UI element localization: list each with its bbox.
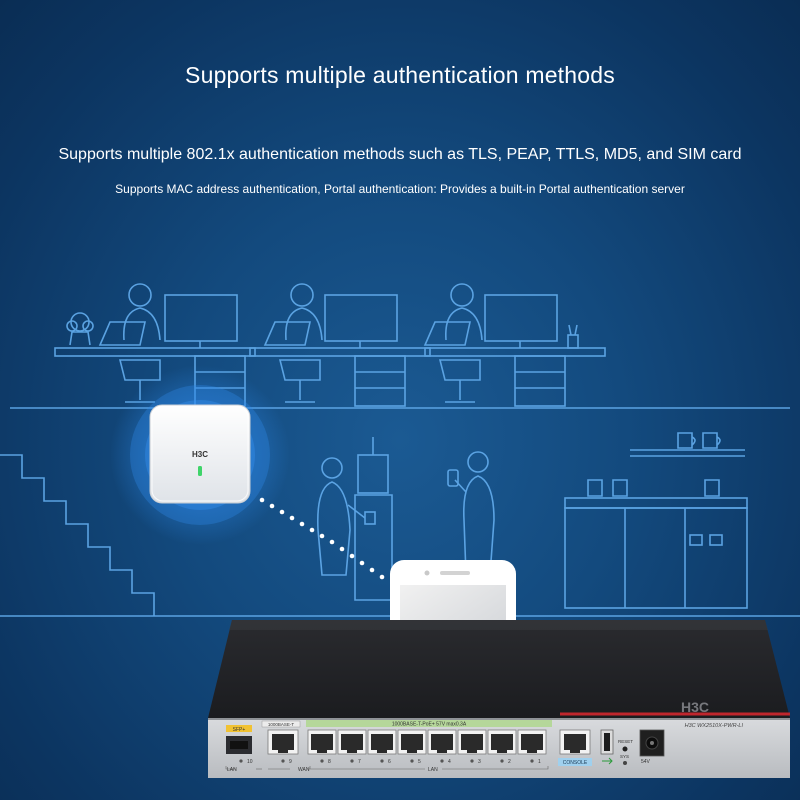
console-label-strip [558,758,592,766]
sys-label: SYS [620,754,629,759]
port-number: 10 [247,759,253,765]
port-number: 3 [478,759,481,765]
office-line-art [10,283,790,409]
port-number: 8 [328,759,331,765]
poe-label: 1000BASE-T-PoE+ 57V max0.3A [392,722,467,728]
feature-8021x: Supports multiple 802.1x authentication … [58,146,742,163]
device-brand-logo: H3C [681,699,709,715]
poe-label-strip [306,720,552,727]
port-number: 5 [418,759,421,765]
wan-label: WAN [298,767,310,773]
console-label: CONSOLE [563,760,588,766]
power-port-icon [639,729,665,757]
lan-port-icon [397,729,427,755]
sys-led-icon [623,761,627,765]
wireless-controller-device: H3C SFP+ 1000BASE-T 1000BASE-T-PoE+ 57V … [208,620,790,778]
lan-port-icon [337,729,367,755]
reset-button-icon [622,746,628,752]
ap-status-led-icon [198,466,202,476]
lan-port-icon [517,729,547,755]
lan-port-icon [487,729,517,755]
feature-mac-portal: Supports MAC address authentication, Por… [115,182,685,196]
port-number: 7 [358,759,361,765]
port-number: 4 [448,759,451,765]
port-number: 1 [538,759,541,765]
uplink-label: 1000BASE-T [268,722,295,727]
device-model-label: H3C WX2510X-PWR-LI [685,723,744,729]
reset-label: RESET [618,739,633,744]
console-port-icon [559,729,591,755]
sfp-label-strip [226,725,252,732]
port-number: 2 [508,759,511,765]
speaker-icon [440,571,470,575]
wireless-signal-dots [259,497,385,580]
lan-port-icon [427,729,457,755]
lan-label-left: LAN [227,767,237,773]
lan-port-icon [367,729,397,755]
wireless-access-point: H3C [110,365,290,545]
lan-port-icon [457,729,487,755]
headline: Supports multiple authentication methods [185,62,615,88]
usb-symbol-icon [602,757,613,765]
wan-port-icon [267,729,299,755]
lan-label: LAN [428,767,438,773]
power-label: 54V [641,759,651,765]
camera-icon [424,570,430,576]
sfp-label: SFP+ [233,727,246,733]
usb-port-icon [600,729,614,755]
port-number: 6 [388,759,391,765]
lan-port-icon [307,729,337,755]
port-number: 9 [289,759,292,765]
ap-brand-logo: H3C [192,450,208,459]
